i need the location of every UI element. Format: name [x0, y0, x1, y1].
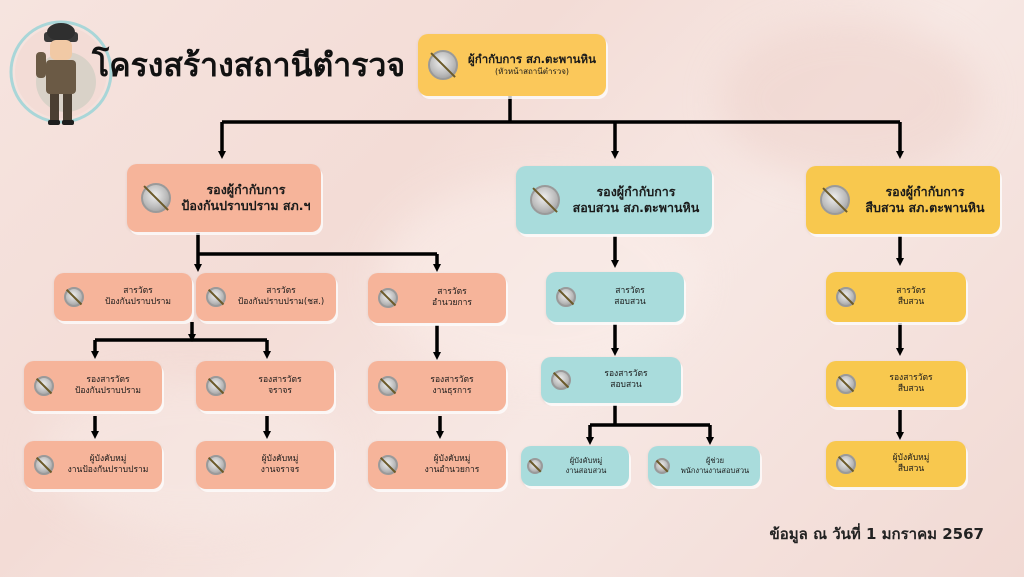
police-badge-icon: [206, 376, 226, 396]
assistant-investigator-box: ผู้ช่วย พนักงานงานสอบสวน: [648, 446, 760, 486]
deputy-inspector-title: รองสารวัตร: [889, 372, 933, 383]
police-badge-icon: [206, 455, 226, 475]
police-badge-icon: [378, 288, 398, 308]
police-badge-icon: [34, 455, 54, 475]
page-title: โครงสร้างสถานีตำรวจ: [92, 46, 406, 84]
squad-leader-department: สืบสวน: [897, 464, 925, 474]
police-badge-icon: [530, 185, 560, 215]
police-badge-icon: [556, 287, 576, 307]
inspector-department: อำนวยการ: [432, 298, 472, 308]
deputy-inspector-department: ป้องกันปราบปราม: [74, 386, 142, 396]
inspector-box-administration: สารวัตร อำนวยการ: [368, 273, 506, 323]
deputy-title: รองผู้กำกับการ: [885, 183, 965, 199]
deputy-inspector-title: รองสารวัตร: [86, 374, 130, 385]
deputy-inspector-title: รองสารวัตร: [258, 374, 302, 385]
squad-leader-title: ผู้บังคับหมู่: [892, 452, 930, 463]
squad-leader-department: งานสอบสวน: [565, 466, 607, 475]
police-badge-icon: [206, 287, 226, 307]
police-badge-icon: [64, 287, 84, 307]
chief-title: ผู้กำกับการ สภ.ตะพานหิน: [468, 52, 596, 67]
squad-leader-box-detective: ผู้บังคับหมู่ สืบสวน: [826, 441, 966, 487]
assistant-title: ผู้ช่วย: [705, 456, 725, 466]
squad-leader-title: ผู้บังคับหมู่: [433, 453, 471, 464]
deputy-box-detective: รองผู้กำกับการ สืบสวน สภ.ตะพานหิน: [806, 166, 1000, 234]
squad-leader-department: งานจราจร: [260, 465, 300, 475]
police-badge-icon: [820, 185, 850, 215]
deputy-inspector-title: รองสารวัตร: [604, 368, 648, 379]
background-texture: [720, 20, 980, 180]
squad-leader-department: งานป้องกันปราบปราม: [67, 465, 149, 475]
deputy-box-investigation: รองผู้กำกับการ สอบสวน สภ.ตะพานหิน: [516, 166, 712, 234]
police-badge-icon: [836, 287, 856, 307]
deputy-title: รองผู้กำกับการ: [206, 181, 286, 197]
chief-subtitle: (หัวหน้าสถานีตำรวจ): [494, 67, 570, 77]
police-badge-icon: [428, 50, 458, 80]
squad-leader-box-suppression: ผู้บังคับหมู่ งานป้องกันปราบปราม: [24, 441, 162, 489]
inspector-title: สารวัตร: [896, 285, 926, 296]
police-badge-icon: [551, 370, 571, 390]
squad-leader-title: ผู้บังคับหมู่: [569, 456, 603, 466]
deputy-inspector-box-traffic: รองสารวัตร จราจร: [196, 361, 334, 411]
police-badge-icon: [527, 458, 543, 474]
inspector-box-detective: สารวัตร สืบสวน: [826, 272, 966, 322]
deputy-department: สอบสวน สภ.ตะพานหิน: [572, 200, 700, 215]
deputy-inspector-box-investigation: รองสารวัตร สอบสวน: [541, 357, 681, 403]
deputy-inspector-department: จราจร: [268, 386, 292, 396]
deputy-inspector-box-suppression: รองสารวัตร ป้องกันปราบปราม: [24, 361, 162, 411]
deputy-inspector-department: สืบสวน: [897, 384, 925, 394]
police-badge-icon: [836, 454, 856, 474]
inspector-department: ป้องกันปราบปราม(ชส.): [237, 297, 325, 307]
police-badge-icon: [141, 183, 171, 213]
police-badge-icon: [378, 376, 398, 396]
police-badge-icon: [34, 376, 54, 396]
squad-leader-title: ผู้บังคับหมู่: [89, 453, 127, 464]
inspector-department: ป้องกันปราบปราม: [104, 297, 172, 307]
inspector-box-suppression-cs: สารวัตร ป้องกันปราบปราม(ชส.): [196, 273, 336, 321]
deputy-inspector-box-detective: รองสารวัตร สืบสวน: [826, 361, 966, 407]
police-badge-icon: [378, 455, 398, 475]
data-as-of-note: ข้อมูล ณ วันที่ 1 มกราคม 2567: [769, 525, 985, 543]
inspector-department: สอบสวน: [614, 297, 646, 307]
assistant-department: พนักงานงานสอบสวน: [680, 466, 750, 475]
police-badge-icon: [836, 374, 856, 394]
squad-leader-box-investigation: ผู้บังคับหมู่ งานสอบสวน: [521, 446, 629, 486]
deputy-title: รองผู้กำกับการ: [596, 183, 676, 199]
deputy-inspector-box-clerical: รองสารวัตร งานธุรการ: [368, 361, 506, 411]
deputy-inspector-department: สอบสวน: [610, 380, 642, 390]
chief-box: ผู้กำกับการ สภ.ตะพานหิน (หัวหน้าสถานีตำร…: [418, 34, 606, 96]
squad-leader-box-administration: ผู้บังคับหมู่ งานอำนวยการ: [368, 441, 506, 489]
inspector-box-investigation: สารวัตร สอบสวน: [546, 272, 684, 322]
deputy-box-suppression: รองผู้กำกับการ ป้องกันปราบปราม สภ.ฯ: [127, 164, 321, 232]
inspector-title: สารวัตร: [266, 285, 296, 296]
squad-leader-title: ผู้บังคับหมู่: [261, 453, 299, 464]
deputy-department: ป้องกันปราบปราม สภ.ฯ: [181, 198, 311, 213]
inspector-box-suppression: สารวัตร ป้องกันปราบปราม: [54, 273, 192, 321]
squad-leader-box-traffic: ผู้บังคับหมู่ งานจราจร: [196, 441, 334, 489]
inspector-title: สารวัตร: [123, 285, 153, 296]
inspector-title: สารวัตร: [437, 286, 467, 297]
police-badge-icon: [654, 458, 670, 474]
inspector-department: สืบสวน: [897, 297, 925, 307]
deputy-inspector-department: งานธุรการ: [432, 386, 472, 396]
inspector-title: สารวัตร: [615, 285, 645, 296]
police-officer-logo-icon: [9, 20, 113, 125]
deputy-inspector-title: รองสารวัตร: [430, 374, 474, 385]
squad-leader-department: งานอำนวยการ: [424, 465, 480, 475]
deputy-department: สืบสวน สภ.ตะพานหิน: [865, 200, 985, 215]
